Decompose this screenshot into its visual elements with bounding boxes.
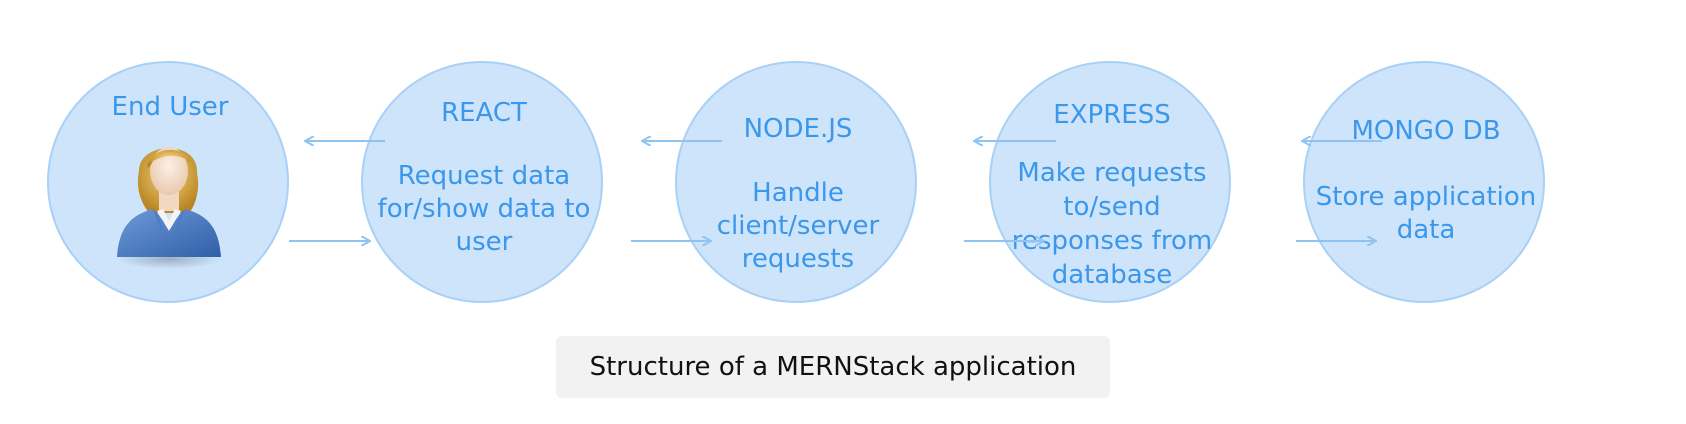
mongodb-desc-line-2: data	[1396, 215, 1456, 245]
express-desc-line-1: Make requests	[1017, 158, 1207, 188]
express-desc-line-3: responses from	[1011, 226, 1213, 256]
mongodb-desc-line-1: Store application	[1315, 182, 1537, 212]
react-desc-line-1: Request data	[397, 161, 571, 191]
diagram-caption: Structure of a MERNStack application	[589, 352, 1077, 382]
caption-box: Structure of a MERNStack application	[556, 336, 1110, 398]
nodejs-node: NODE.JS Handle client/server requests	[675, 61, 917, 303]
react-title: REACT	[441, 98, 527, 128]
nodejs-desc-line-1: Handle	[752, 178, 844, 208]
react-desc-line-3: user	[455, 227, 513, 257]
express-title: EXPRESS	[1053, 100, 1171, 130]
end-user-label: End User	[111, 92, 229, 122]
express-node: EXPRESS Make requests to/send responses …	[989, 61, 1231, 303]
businesswoman-avatar-icon	[117, 147, 221, 269]
end-user-node: End User	[47, 61, 289, 303]
nodejs-title: NODE.JS	[743, 114, 853, 144]
mongodb-node: MONGO DB Store application data	[1303, 61, 1545, 303]
react-node: REACT Request data for/show data to user	[361, 61, 603, 303]
react-desc-line-2: for/show data to	[377, 194, 591, 224]
express-desc-line-2: to/send	[1063, 192, 1161, 222]
nodejs-desc-line-2: client/server	[716, 211, 880, 241]
nodejs-desc-line-3: requests	[741, 244, 855, 274]
express-desc-line-4: database	[1051, 260, 1173, 290]
